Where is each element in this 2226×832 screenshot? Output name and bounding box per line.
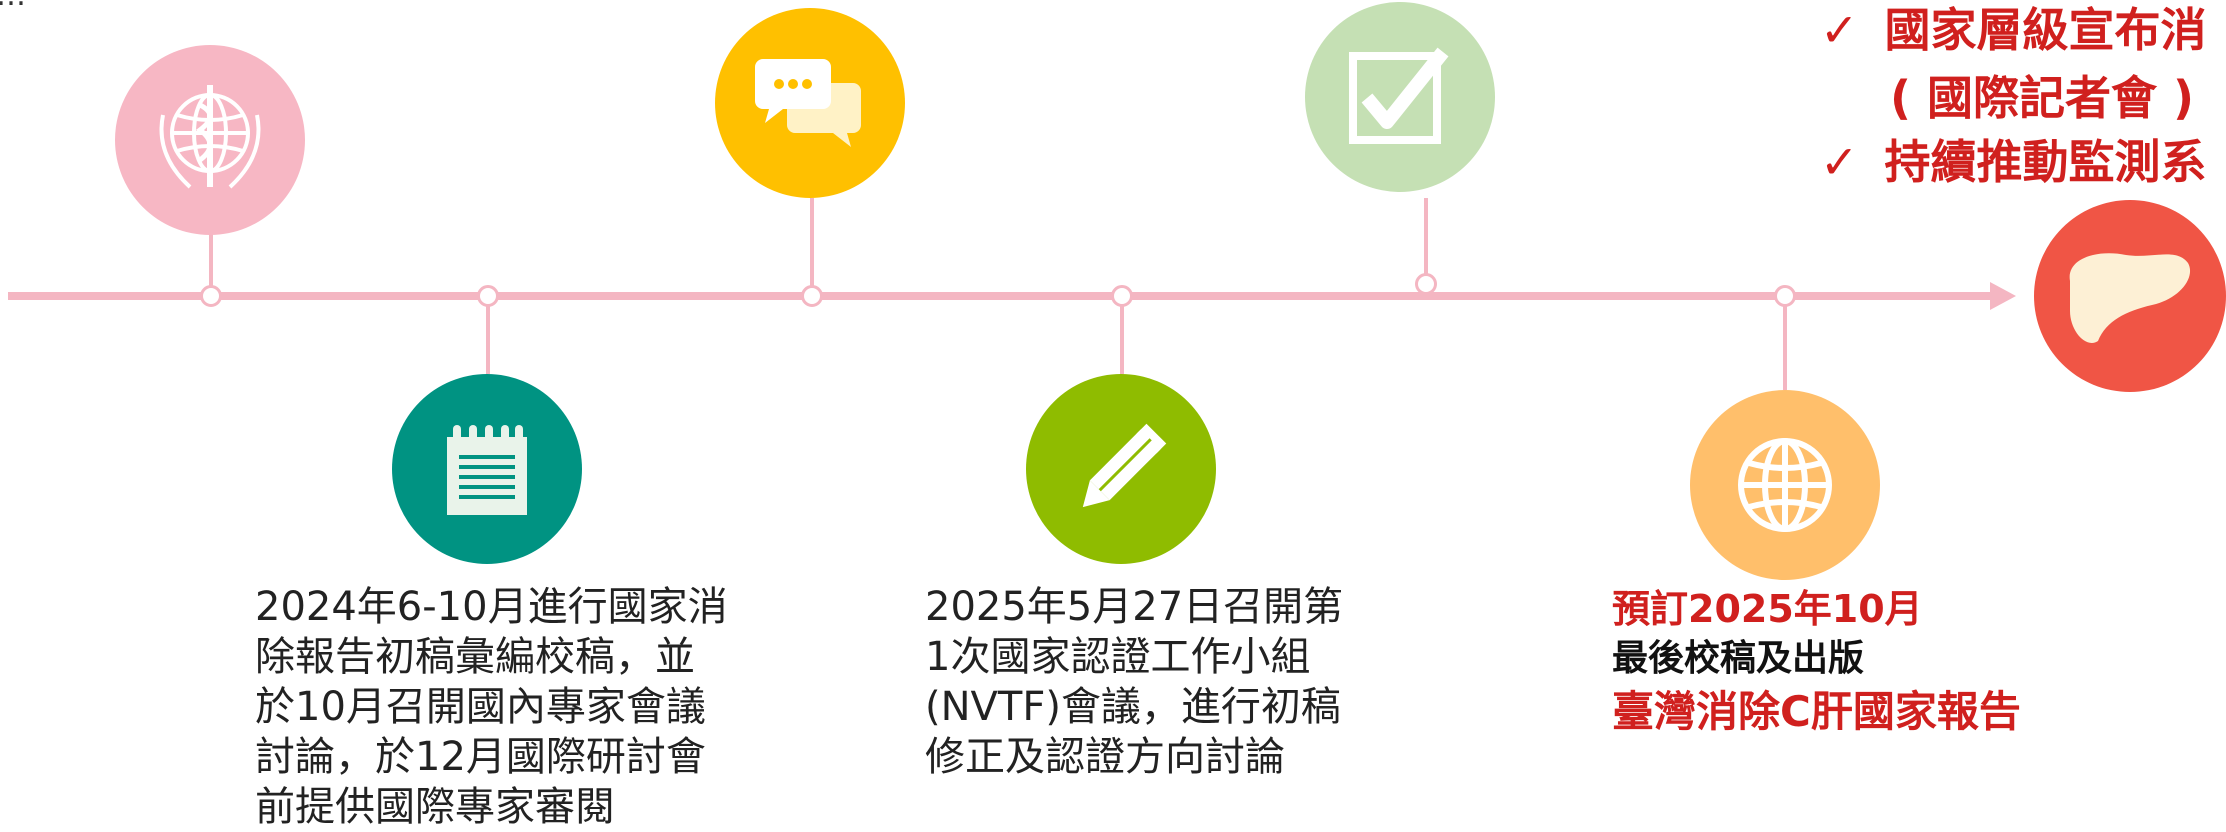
milestone-4-line: 2025年5月27日召開第 [925,584,1344,630]
milestone-circle-3 [715,8,905,198]
timeline-node-3 [801,285,823,307]
timeline-line [8,292,1998,300]
milestone-6-action: 最後校稿及出版 [1612,638,1865,679]
milestone-circle-7 [2034,200,2226,392]
milestone-4-line: (NVTF)會議，進行初稿 [925,684,1341,730]
chat-bubbles-icon [755,59,861,147]
milestone-6-text: 預訂2025年10月 最後校稿及出版 臺灣消除C肝國家報告 [1612,584,2021,740]
checklist-item-2-text: 持續推動監測系 [1884,135,2207,189]
milestone-circle-2 [392,374,582,564]
milestone-2-line: 2024年6-10月進行國家消 [255,584,728,630]
stem-2 [486,296,490,374]
timeline-node-4 [1111,285,1133,307]
milestone-4-text: 2025年5月27日召開第 1次國家認證工作小組 (NVTF)會議，進行初稿 修… [925,582,1343,782]
checklist-item-1: ✓ 國家層級宣布消 [1820,2,2207,58]
stem-6 [1783,296,1787,390]
milestone-2-text: 2024年6-10月進行國家消 除報告初稿彙編校稿，並 於10月召開國內專家會議… [255,582,728,832]
timeline-node-6 [1774,285,1796,307]
checkbox-icon [1349,47,1449,144]
milestone-6-report: 臺灣消除C肝國家報告 [1612,687,2021,736]
who-emblem-icon [159,85,261,189]
liver-icon [2069,253,2191,343]
notepad-icon [447,425,527,515]
checklist-item-1-text: 國家層級宣布消 [1884,3,2207,57]
milestone-6-date: 預訂2025年10月 [1612,587,1923,631]
top-note: … [0,0,26,13]
milestone-2-line: 前提供國際專家審閱 [255,784,615,830]
milestone-4-line: 修正及認證方向討論 [925,734,1285,780]
milestone-2-line: 於10月召開國內專家會議 [255,684,706,730]
stem-3 [810,198,814,295]
checklist-item-2: ✓ 持續推動監測系 [1820,134,2207,190]
milestone-circle-6 [1690,390,1880,580]
timeline-node-2 [477,285,499,307]
milestone-4-line: 1次國家認證工作小組 [925,634,1311,680]
milestone-circle-1 [115,45,305,235]
stem-4 [1120,296,1124,374]
checklist-item-1-cont: ( 國際記者會 ) [1890,70,2194,126]
checklist-item-1-text2: ( 國際記者會 ) [1890,71,2195,125]
globe-icon [1738,438,1832,532]
milestone-circle-4 [1026,374,1216,564]
stem-5 [1424,198,1428,288]
check-mark-icon: ✓ [1820,135,1859,189]
check-mark-icon: ✓ [1820,3,1859,57]
timeline-arrowhead [1990,282,2016,310]
stem-1 [209,215,213,295]
pencil-icon [1082,423,1167,508]
milestone-2-line: 討論，於12月國際研討會 [255,734,706,780]
milestone-circle-5 [1305,2,1495,192]
timeline-node-5 [1415,273,1437,295]
timeline-node-1 [200,285,222,307]
milestone-2-line: 除報告初稿彙編校稿，並 [255,634,695,680]
